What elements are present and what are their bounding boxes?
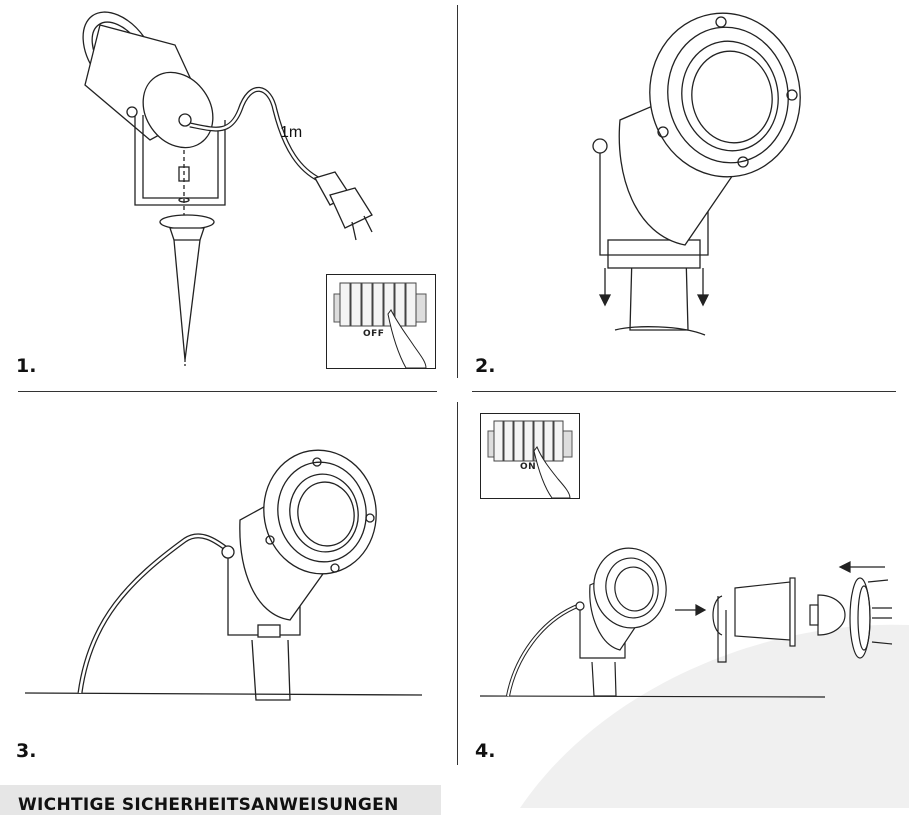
step-4-illustration: ON [460, 400, 909, 740]
horizontal-divider-left [18, 391, 437, 392]
vertical-divider-bottom [457, 402, 458, 765]
step-1-number: 1. [16, 355, 37, 377]
step-2-illustration [460, 0, 909, 390]
vertical-divider-top [457, 5, 458, 378]
step-3-number: 3. [16, 740, 37, 762]
horizontal-divider-right [472, 391, 896, 392]
step-1-illustration: 1m OFF [0, 0, 445, 390]
cable-length-label: 1m [280, 124, 302, 141]
step-3-illustration [0, 400, 445, 740]
breaker-off-inset: OFF [326, 274, 436, 369]
switch-on-label: ON [520, 462, 536, 472]
switch-off-label: OFF [363, 329, 384, 339]
safety-instructions-title: WICHTIGE SICHERHEITSANWEISUNGEN [18, 795, 399, 815]
step-2-number: 2. [475, 355, 496, 377]
step-4-number: 4. [475, 740, 496, 762]
breaker-on-inset: ON [480, 413, 580, 499]
